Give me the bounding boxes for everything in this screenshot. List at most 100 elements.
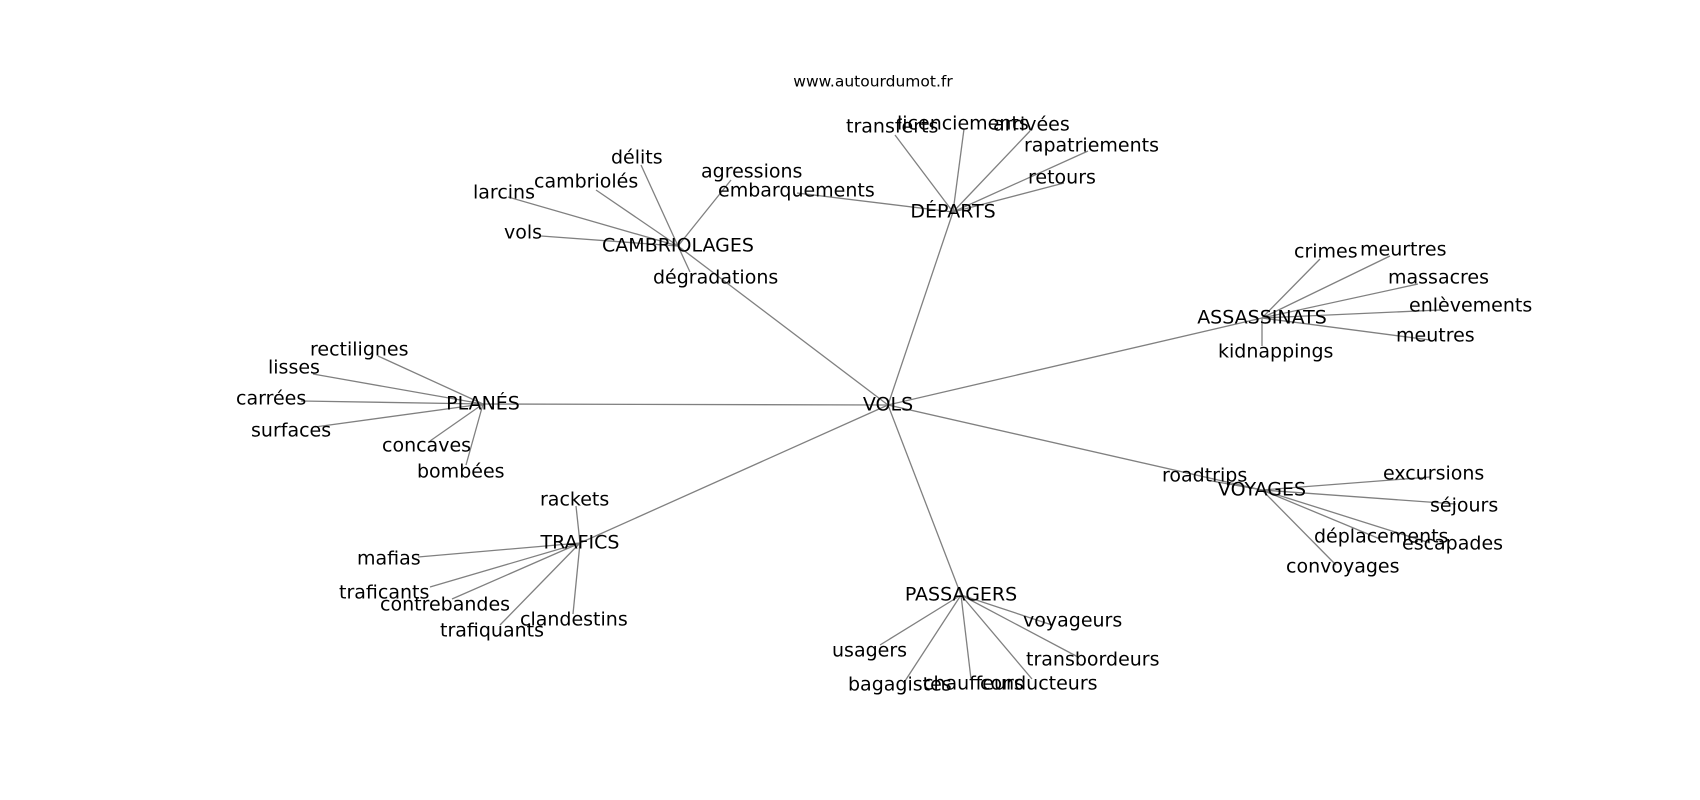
edge-departs-1 xyxy=(952,128,965,213)
edge-trafics-3 xyxy=(451,542,581,600)
center-node-label: VOLS xyxy=(863,394,913,416)
edge-center-cambriolages xyxy=(677,245,889,406)
leaf-word-departs: transferts xyxy=(846,116,938,138)
leaf-word-voyages: roadtrips xyxy=(1162,465,1247,487)
edge-center-departs xyxy=(887,211,954,406)
leaf-word-assassinats: massacres xyxy=(1388,267,1489,289)
edge-voyages-3 xyxy=(1261,489,1381,540)
edge-assassinats-2 xyxy=(1261,283,1419,319)
leaf-word-departs: retours xyxy=(1028,167,1096,189)
leaf-word-voyages: excursions xyxy=(1383,463,1484,485)
leaf-word-cambriolages: délits xyxy=(611,147,663,169)
edge-center-trafics xyxy=(579,404,889,544)
edge-center-passagers xyxy=(887,404,962,596)
graph-edges xyxy=(300,128,1457,682)
leaf-word-passagers: conducteurs xyxy=(980,673,1098,695)
edge-planes-2 xyxy=(300,400,484,405)
edge-planes-3 xyxy=(314,403,484,428)
edge-passagers-3 xyxy=(904,594,962,682)
leaf-word-departs: licenciements xyxy=(897,113,1029,135)
leaf-word-assassinats: crimes xyxy=(1294,241,1358,263)
leaf-word-planes: rectilignes xyxy=(310,339,409,361)
leaf-word-trafics: rackets xyxy=(540,489,609,511)
leaf-word-planes: concaves xyxy=(382,435,471,457)
edge-cambriolages-3 xyxy=(507,196,679,247)
edge-center-voyages xyxy=(887,404,1263,491)
edge-departs-5 xyxy=(796,192,954,213)
edge-passagers-2 xyxy=(960,594,1079,658)
leaf-word-assassinats: kidnappings xyxy=(1218,341,1333,363)
edge-cambriolages-1 xyxy=(677,179,732,247)
edge-assassinats-3 xyxy=(1261,309,1441,319)
leaf-word-planes: bombées xyxy=(417,461,505,483)
leaf-word-trafics: contrebandes xyxy=(380,594,510,616)
edge-voyages-2 xyxy=(1261,489,1457,505)
graph-labels: VOLS DÉPARTS transfertslicenciementsarrivé… xyxy=(236,113,1532,696)
leaf-word-passagers: bagagistes xyxy=(848,674,952,696)
edge-trafics-0 xyxy=(575,505,581,544)
hub-node-planes: PLANÉS xyxy=(446,392,520,415)
site-watermark: www.autourdumot.fr xyxy=(793,73,953,91)
leaf-word-trafics: mafias xyxy=(357,548,421,570)
leaf-word-cambriolages: vols xyxy=(504,222,542,244)
edge-planes-5 xyxy=(465,403,484,466)
edge-passagers-1 xyxy=(879,594,962,646)
edge-passagers-4 xyxy=(960,594,972,680)
leaf-word-planes: surfaces xyxy=(251,420,331,442)
hub-node-cambriolages: CAMBRIOLAGES xyxy=(602,235,754,257)
edge-cambriolages-5 xyxy=(677,245,691,273)
edge-assassinats-0 xyxy=(1261,258,1321,319)
hub-node-assassinats: ASSASSINATS xyxy=(1197,307,1327,329)
edge-passagers-0 xyxy=(960,594,1053,626)
leaf-word-cambriolages: agressions xyxy=(701,161,802,183)
edge-cambriolages-4 xyxy=(540,235,679,247)
edge-cambriolages-0 xyxy=(640,164,679,247)
edge-voyages-0 xyxy=(1211,480,1263,491)
edge-departs-3 xyxy=(952,150,1089,213)
edge-voyages-5 xyxy=(1261,489,1337,566)
leaf-word-planes: lisses xyxy=(268,357,320,379)
leaf-word-departs: rapatriements xyxy=(1024,135,1159,157)
edge-planes-0 xyxy=(377,355,484,405)
edge-center-planes xyxy=(482,403,889,406)
edge-trafics-5 xyxy=(572,542,581,615)
edge-trafics-1 xyxy=(417,542,581,558)
leaf-word-assassinats: meutres xyxy=(1396,325,1475,347)
edge-voyages-1 xyxy=(1261,476,1431,491)
edge-departs-4 xyxy=(952,182,1065,213)
leaf-word-cambriolages: cambriolés xyxy=(534,171,638,193)
leaf-word-departs: embarquements xyxy=(718,180,875,202)
edge-departs-2 xyxy=(952,130,1031,213)
leaf-word-cambriolages: larcins xyxy=(473,182,535,204)
leaf-word-passagers: chauffeurs xyxy=(923,673,1024,695)
leaf-word-voyages: escapades xyxy=(1402,533,1503,555)
hub-node-departs: DÉPARTS xyxy=(910,200,995,223)
edge-planes-4 xyxy=(429,403,484,442)
leaf-word-passagers: transbordeurs xyxy=(1026,649,1160,671)
edge-departs-0 xyxy=(894,134,954,213)
edge-trafics-2 xyxy=(429,542,581,588)
edge-assassinats-4 xyxy=(1261,317,1431,341)
edge-center-assassinats xyxy=(887,317,1263,406)
edge-planes-1 xyxy=(312,373,484,405)
edge-trafics-4 xyxy=(499,542,581,626)
leaf-word-cambriolages: dégradations xyxy=(653,267,778,289)
leaf-word-departs: arrivées xyxy=(993,114,1070,136)
leaf-word-assassinats: meurtres xyxy=(1360,239,1446,261)
leaf-word-voyages: séjours xyxy=(1430,495,1498,517)
edge-voyages-4 xyxy=(1261,489,1431,544)
hub-node-passagers: PASSAGERS xyxy=(905,584,1017,606)
edge-passagers-5 xyxy=(960,594,1033,680)
edge-assassinats-1 xyxy=(1261,255,1391,319)
leaf-word-trafics: traficants xyxy=(339,582,429,604)
leaf-word-voyages: convoyages xyxy=(1286,556,1400,578)
leaf-word-trafics: trafiquants xyxy=(440,620,544,642)
leaf-word-planes: carrées xyxy=(236,388,306,410)
hub-node-trafics: TRAFICS xyxy=(540,532,620,554)
leaf-word-assassinats: enlèvements xyxy=(1409,295,1532,317)
leaf-word-trafics: clandestins xyxy=(520,609,628,631)
leaf-word-passagers: usagers xyxy=(832,640,907,662)
leaf-word-voyages: déplacements xyxy=(1314,526,1448,548)
leaf-word-passagers: voyageurs xyxy=(1023,610,1122,632)
